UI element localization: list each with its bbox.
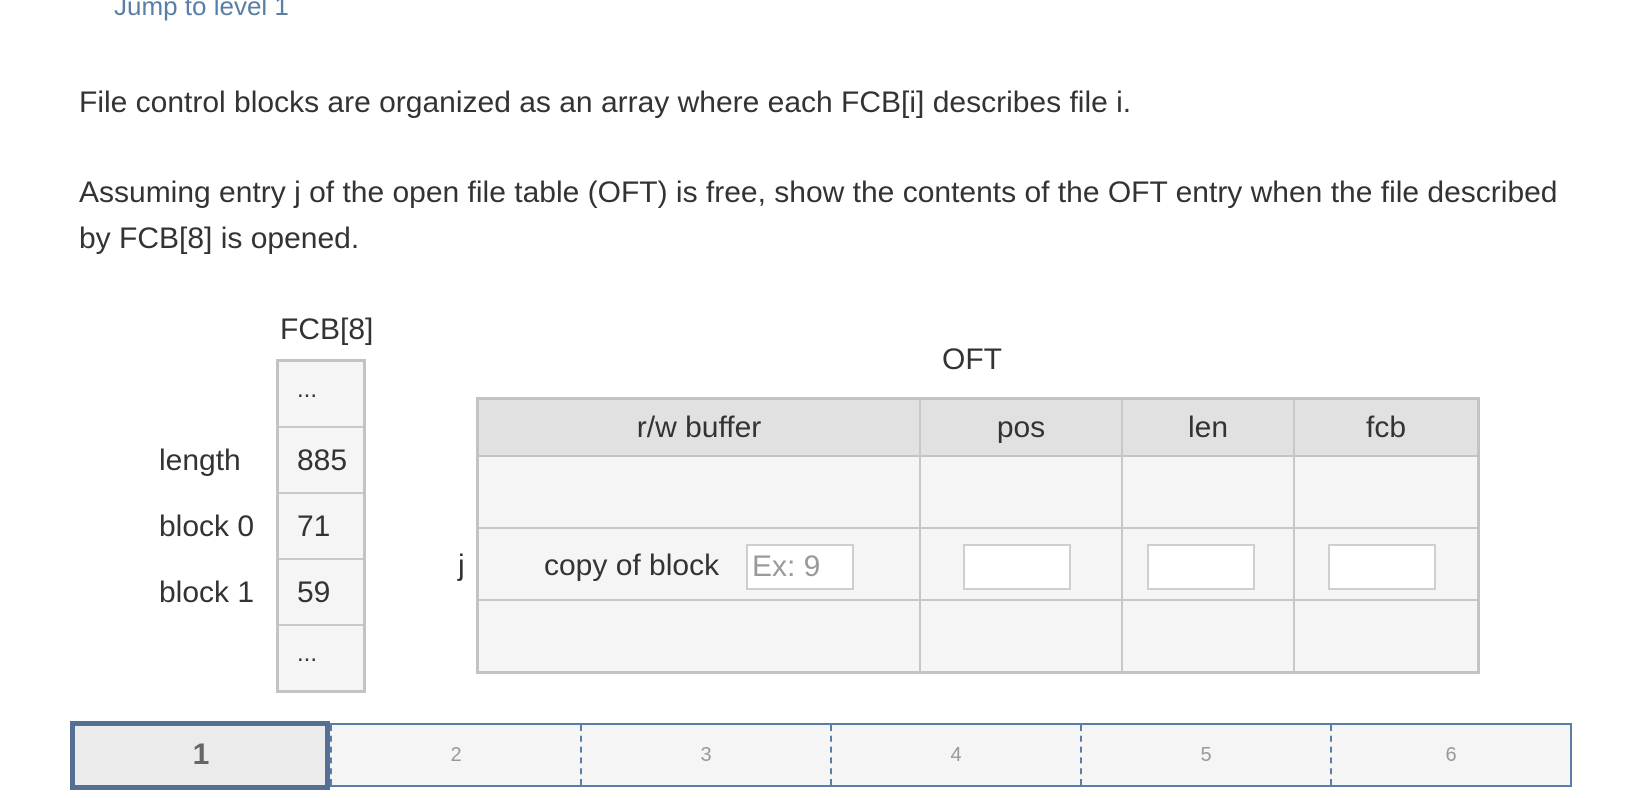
jump-to-level-link[interactable]: Jump to level 1 — [114, 0, 289, 21]
level-3-tab[interactable]: 3 — [580, 725, 830, 785]
fcb-label-length: length — [159, 444, 241, 477]
fcb-column: ... 885 71 59 ... — [276, 359, 366, 693]
fcb-label-block-0: block 0 — [159, 510, 255, 543]
level-4-tab[interactable]: 4 — [830, 725, 1080, 785]
oft-divider — [919, 400, 921, 671]
instructions-paragraph-1: File control blocks are organized as an … — [79, 86, 1132, 119]
level-6-tab[interactable]: 6 — [1330, 725, 1570, 785]
fcb-cell-length: 885 — [279, 428, 363, 494]
oft-header-len: len — [1187, 411, 1229, 444]
block-number-input[interactable] — [746, 544, 854, 590]
oft-header-pos: pos — [996, 411, 1046, 444]
level-2-tab[interactable]: 2 — [330, 725, 580, 785]
fcb-cell-ellipsis-top: ... — [279, 362, 363, 428]
oft-divider — [1121, 400, 1123, 671]
oft-table: r/w buffer pos len fcb — [476, 397, 1480, 674]
fcb-cell-ellipsis-bottom: ... — [297, 640, 318, 667]
oft-divider — [1293, 400, 1295, 671]
fcb-title: FCB[8] — [280, 313, 374, 346]
pos-input[interactable] — [963, 544, 1071, 590]
fcb-cell-block-0: 71 — [279, 494, 363, 560]
level-5-tab[interactable]: 5 — [1080, 725, 1330, 785]
level-1-tab[interactable]: 1 — [72, 725, 330, 785]
oft-header-row: r/w buffer pos len fcb — [479, 400, 1477, 457]
fcb-input[interactable] — [1328, 544, 1436, 590]
level-progress-bar: 1 2 3 4 5 6 — [70, 723, 1572, 787]
fcb-cell-block-1: 59 — [279, 560, 363, 626]
oft-row-divider — [479, 599, 1477, 601]
oft-row-label-j: j — [458, 549, 465, 582]
instructions-paragraph-2: Assuming entry j of the open file table … — [79, 176, 1558, 255]
copy-of-block-label: copy of block — [544, 549, 720, 582]
oft-header-rw-buffer: r/w buffer — [636, 411, 762, 444]
oft-header-fcb: fcb — [1365, 411, 1407, 444]
oft-row-divider — [479, 527, 1477, 529]
len-input[interactable] — [1147, 544, 1255, 590]
oft-title: OFT — [942, 343, 1002, 376]
fcb-label-block-1: block 1 — [159, 576, 255, 609]
